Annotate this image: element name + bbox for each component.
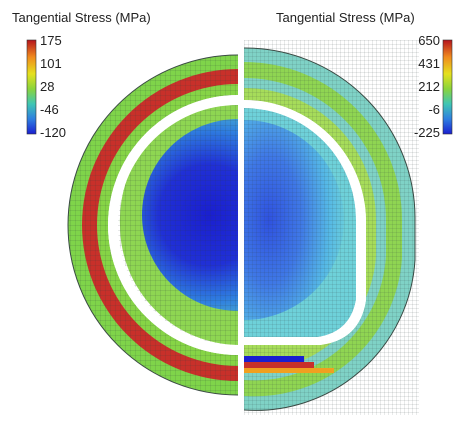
left-mesh-model [67, 54, 238, 396]
right-mesh-model [244, 40, 419, 415]
right-tick-1: 650 [418, 33, 440, 48]
right-tick-5: -225 [414, 125, 440, 140]
right-high-stress-band [244, 362, 314, 368]
left-tick-2: 101 [40, 56, 62, 71]
right-tick-2: 431 [418, 56, 440, 71]
right-tick-3: 212 [418, 79, 440, 94]
left-tick-4: -46 [40, 102, 59, 117]
left-tick-3: 28 [40, 79, 54, 94]
right-colorbar [442, 39, 453, 135]
left-tick-5: -120 [40, 125, 66, 140]
right-title: Tangential Stress (MPa) [276, 10, 415, 25]
center-divider [238, 40, 244, 425]
right-low-stress-band [244, 356, 304, 362]
left-title: Tangential Stress (MPa) [12, 10, 151, 25]
left-tick-1: 175 [40, 33, 62, 48]
left-colorbar [26, 39, 37, 135]
right-tick-4: -6 [428, 102, 440, 117]
